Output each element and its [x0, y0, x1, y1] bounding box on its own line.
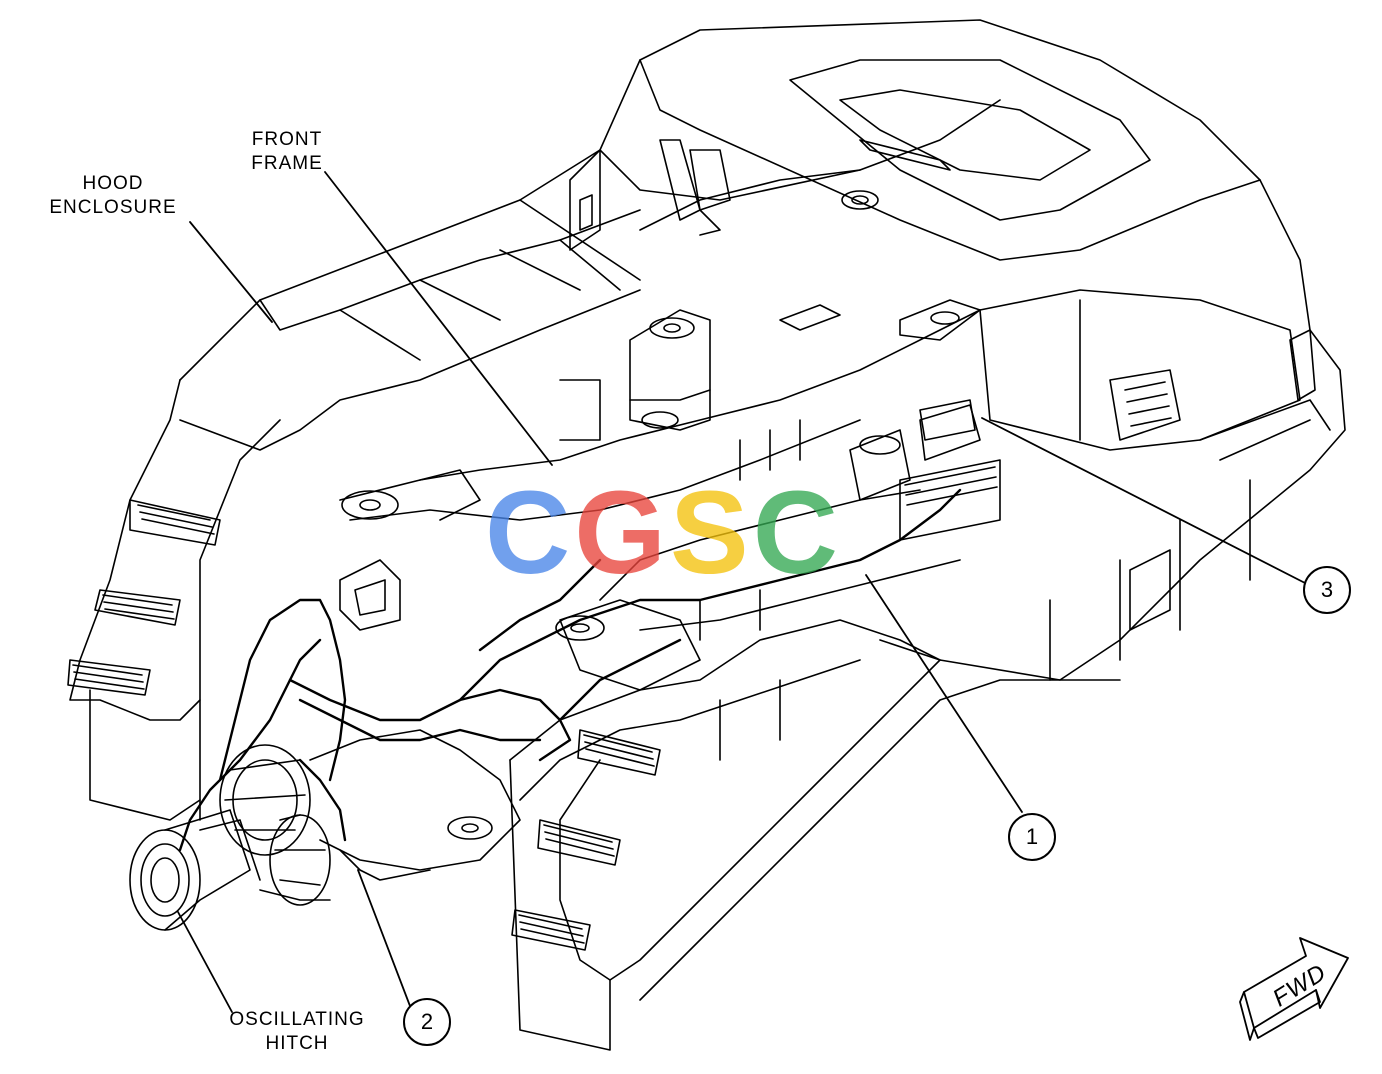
hood-enclosure-outline	[179, 19, 1346, 681]
leader-line-oscillating-hitch	[177, 911, 233, 1013]
wiring-harness	[178, 488, 962, 852]
callout-2: 2	[403, 998, 451, 1046]
leader-lines	[177, 171, 1306, 1013]
oscillating-hitch-assembly	[129, 729, 521, 931]
callout-3: 3	[1303, 566, 1351, 614]
cab-roof-outline	[569, 139, 879, 251]
callout-1: 1	[1008, 813, 1056, 861]
front-frame-chassis	[339, 299, 1001, 691]
label-oscillating-hitch: OSCILLATING HITCH	[229, 1009, 365, 1054]
forward-direction-arrow-icon	[1239, 937, 1349, 1041]
leader-line-callout-1	[865, 574, 1023, 813]
right-fender-steps	[509, 619, 1051, 1051]
label-hood-enclosure: HOOD ENCLOSURE	[49, 173, 177, 218]
leader-line-hood-enclosure	[189, 221, 273, 323]
leader-line-front-frame	[324, 171, 553, 466]
leader-line-callout-2	[357, 869, 411, 1007]
label-front-frame: FRONT FRAME	[251, 129, 323, 174]
left-fender-steps	[67, 199, 641, 821]
leader-line-callout-3	[981, 417, 1306, 584]
